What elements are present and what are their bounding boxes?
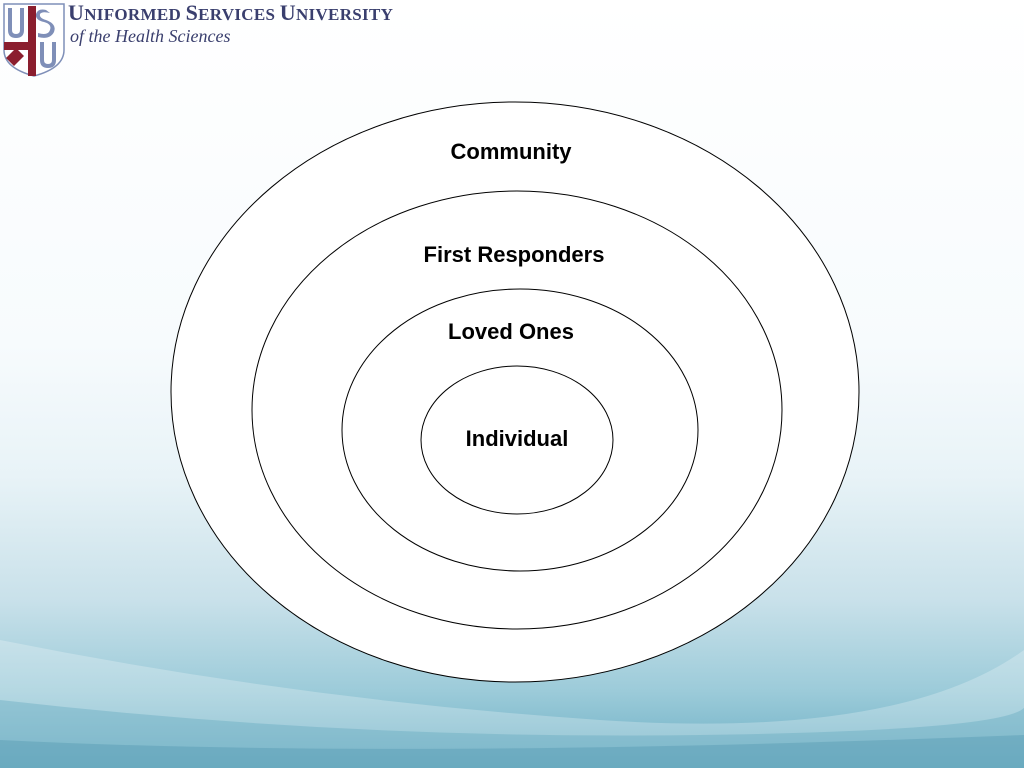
label-loved-ones: Loved Ones bbox=[448, 319, 574, 344]
label-individual: Individual bbox=[465, 426, 569, 451]
university-name-part-0: U bbox=[68, 0, 85, 25]
university-name: UNIFORMED SERVICES UNIVERSITY bbox=[68, 2, 393, 26]
label-first-responders: First Responders bbox=[423, 242, 605, 267]
university-name-part-1: NIFORMED bbox=[84, 5, 186, 24]
university-header: UNIFORMED SERVICES UNIVERSITY of the Hea… bbox=[0, 0, 460, 80]
university-name-part-5: NIVERSITY bbox=[295, 5, 394, 24]
university-subtitle: of the Health Sciences bbox=[70, 26, 231, 46]
label-community: Community bbox=[450, 139, 572, 164]
university-name-part-2: S bbox=[185, 0, 199, 25]
university-name-part-3: ERVICES bbox=[198, 5, 280, 24]
university-name-part-4: U bbox=[279, 0, 296, 25]
usu-logo-icon bbox=[3, 3, 65, 77]
ring-individual bbox=[420, 365, 614, 515]
